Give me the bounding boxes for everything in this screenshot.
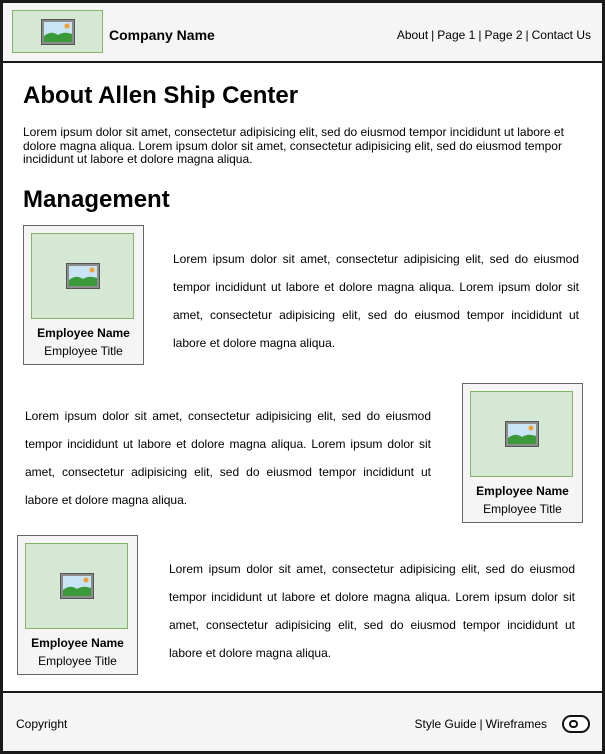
nav-separator: | — [478, 28, 482, 42]
page-title: About Allen Ship Center — [23, 82, 299, 109]
employee-photo — [25, 543, 128, 629]
employee-card: Employee Name Employee Title — [462, 383, 583, 523]
footer-link-wireframes[interactable]: Wireframes — [485, 717, 547, 731]
employee-photo — [31, 233, 134, 319]
employee-title: Employee Title — [483, 502, 562, 516]
employee-card: Employee Name Employee Title — [17, 535, 138, 675]
intro-paragraph: Lorem ipsum dolor sit amet, consectetur … — [23, 125, 564, 166]
employee-name: Employee Name — [31, 636, 124, 650]
toggle-knob — [569, 720, 578, 728]
site-footer: Copyright Style Guide|Wireframes — [3, 691, 602, 751]
employee-description: Lorem ipsum dolor sit amet, consectetur … — [25, 409, 431, 507]
employee-name: Employee Name — [476, 484, 569, 498]
image-placeholder-icon — [504, 421, 539, 447]
footer-separator: | — [479, 717, 483, 731]
employee-description: Lorem ipsum dolor sit amet, consectetur … — [169, 562, 575, 660]
footer-link-style-guide[interactable]: Style Guide — [414, 717, 477, 731]
image-placeholder-icon — [59, 573, 94, 599]
nav-separator: | — [431, 28, 435, 42]
top-nav: About|Page 1|Page 2|Contact Us — [397, 28, 591, 42]
image-placeholder-icon — [65, 263, 100, 289]
copyright-text: Copyright — [16, 717, 68, 731]
employee-card: Employee Name Employee Title — [23, 225, 144, 365]
nav-link-about[interactable]: About — [396, 28, 429, 42]
nav-separator: | — [525, 28, 529, 42]
employee-name: Employee Name — [37, 326, 130, 340]
nav-link-contact-us[interactable]: Contact Us — [531, 28, 591, 42]
employee-title: Employee Title — [38, 654, 117, 668]
footer-links: Style Guide|Wireframes — [414, 717, 547, 731]
logo[interactable] — [12, 10, 103, 53]
nav-link-page-2[interactable]: Page 2 — [484, 28, 523, 42]
company-name: Company Name — [109, 27, 215, 43]
site-header: Company Name About|Page 1|Page 2|Contact… — [3, 3, 602, 63]
toggle-switch-icon[interactable] — [562, 715, 590, 733]
image-placeholder-icon — [40, 18, 75, 45]
management-heading: Management — [23, 186, 170, 213]
employee-title: Employee Title — [44, 344, 123, 358]
nav-link-page-1[interactable]: Page 1 — [437, 28, 476, 42]
employee-photo — [470, 391, 573, 477]
employee-description: Lorem ipsum dolor sit amet, consectetur … — [173, 252, 579, 350]
